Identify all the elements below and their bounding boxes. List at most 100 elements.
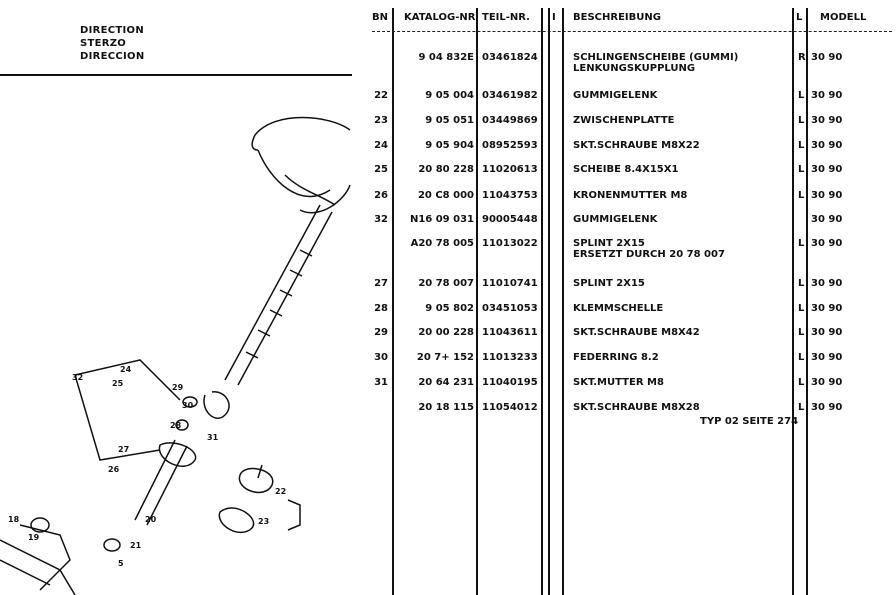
cell-l: L bbox=[798, 190, 805, 201]
cell-katalog: 9 05 051 bbox=[425, 115, 474, 126]
cell-bn: 27 bbox=[374, 278, 388, 289]
cell-bn: 22 bbox=[374, 90, 388, 101]
cell-bn: 32 bbox=[374, 214, 388, 225]
cell-modell: 30 90 bbox=[811, 278, 843, 289]
rubber-joint-upper bbox=[238, 464, 274, 494]
callout-19: 19 bbox=[28, 533, 40, 542]
callout-31: 31 bbox=[207, 433, 219, 442]
header-sep: I bbox=[552, 12, 556, 23]
heading: DIRECTION STERZO DIRECCION bbox=[80, 24, 145, 63]
cell-desc: GUMMIGELENK bbox=[573, 214, 658, 225]
cell-teil: 11043753 bbox=[482, 190, 538, 201]
rubber-joint-lower bbox=[218, 507, 255, 534]
cell-teil: 11054012 bbox=[482, 402, 538, 413]
cell-l: L bbox=[798, 377, 805, 388]
col-divider bbox=[392, 8, 394, 595]
col-divider bbox=[541, 8, 543, 595]
cell-desc: SKT.MUTTER M8 bbox=[573, 377, 664, 388]
cell-l: L bbox=[798, 164, 805, 175]
steering-exploded-diagram: 32 24 25 29 30 28 31 27 26 20 22 23 18 1… bbox=[0, 116, 351, 595]
cell-katalog: 9 04 832E bbox=[418, 52, 474, 63]
callout-25: 25 bbox=[112, 379, 124, 388]
callout-29: 29 bbox=[172, 383, 184, 392]
col-divider bbox=[806, 8, 808, 595]
cell-desc: ZWISCHENPLATTE bbox=[573, 115, 675, 126]
cell-desc: KLEMMSCHELLE bbox=[573, 303, 664, 314]
callout-28: 28 bbox=[170, 421, 182, 430]
steering-column-lower bbox=[134, 439, 188, 526]
cell-katalog: N16 09 031 bbox=[409, 214, 474, 225]
cell-desc: SCHLINGENSCHEIBE (GUMMI) LENKUNGSKUPPLUN… bbox=[573, 52, 739, 74]
cell-l: L bbox=[798, 278, 805, 289]
cell-desc: GUMMIGELENK bbox=[573, 90, 658, 101]
cell-bn: 28 bbox=[374, 303, 388, 314]
callout-32: 32 bbox=[72, 373, 83, 382]
cell-teil: 11010741 bbox=[482, 278, 538, 289]
bracket-frame-22 bbox=[287, 499, 301, 531]
cell-bn: 30 bbox=[374, 352, 388, 363]
cell-modell: 30 90 bbox=[811, 190, 843, 201]
coupling-disc bbox=[158, 442, 197, 467]
header-l: L bbox=[796, 12, 803, 23]
cell-teil: 90005448 bbox=[482, 214, 538, 225]
callout-30: 30 bbox=[182, 401, 194, 410]
page-reference: TYP 02 SEITE 274 bbox=[700, 416, 799, 427]
cell-modell: 30 90 bbox=[811, 327, 843, 338]
header-beschreibung: BESCHREIBUNG bbox=[573, 12, 661, 23]
cell-l: L bbox=[798, 402, 805, 413]
heading-line-sterzo: STERZO bbox=[80, 38, 127, 49]
callout-23: 23 bbox=[258, 517, 269, 526]
cell-desc: FEDERRING 8.2 bbox=[573, 352, 659, 363]
steering-column-rib bbox=[245, 249, 313, 359]
cell-katalog: 20 C8 000 bbox=[417, 190, 474, 201]
callout-18: 18 bbox=[8, 515, 20, 524]
washer-19 bbox=[30, 517, 50, 533]
steering-wheel-rim bbox=[251, 116, 351, 214]
callout-22: 22 bbox=[275, 487, 286, 496]
callout-27: 27 bbox=[118, 445, 129, 454]
cell-bn: 31 bbox=[374, 377, 388, 388]
cell-teil: 11020613 bbox=[482, 164, 538, 175]
cell-teil: 03449869 bbox=[482, 115, 538, 126]
col-divider bbox=[548, 8, 550, 595]
bracket-frame-32 bbox=[74, 359, 181, 461]
cell-desc: SPLINT 2X15 bbox=[573, 278, 645, 289]
cell-katalog: 20 18 115 bbox=[418, 402, 474, 413]
cell-katalog: 9 05 004 bbox=[425, 90, 474, 101]
cell-l: L bbox=[798, 90, 805, 101]
cell-teil: 08952593 bbox=[482, 140, 538, 151]
heading-line-direccion: DIRECCION bbox=[80, 51, 145, 62]
header-bn: BN bbox=[372, 12, 388, 23]
cell-katalog: A20 78 005 bbox=[410, 238, 474, 249]
cell-bn: 29 bbox=[374, 327, 388, 338]
cell-desc: SKT.SCHRAUBE M8X22 bbox=[573, 140, 700, 151]
col-divider bbox=[562, 8, 564, 595]
heading-rule bbox=[0, 74, 352, 76]
callout-24: 24 bbox=[120, 365, 132, 374]
cell-l: R bbox=[798, 52, 806, 63]
cell-desc: KRONENMUTTER M8 bbox=[573, 190, 688, 201]
cell-teil: 11043611 bbox=[482, 327, 538, 338]
cell-modell: 30 90 bbox=[811, 164, 843, 175]
cell-katalog: 20 7+ 152 bbox=[416, 352, 474, 363]
parts-table: BN KATALOG-NR TEIL-NR. I BESCHREIBUNG L … bbox=[366, 0, 896, 595]
header-teil: TEIL-NR. bbox=[482, 12, 530, 23]
cell-desc: SPLINT 2X15 ERSETZT DURCH 20 78 007 bbox=[573, 238, 725, 260]
cell-l: L bbox=[798, 352, 805, 363]
cell-modell: 30 90 bbox=[811, 52, 843, 63]
header-dashed-rule bbox=[372, 31, 892, 32]
cell-modell: 30 90 bbox=[811, 90, 843, 101]
steering-wheel-spoke bbox=[284, 174, 336, 206]
cell-desc: SCHEIBE 8.4X15X1 bbox=[573, 164, 679, 175]
cell-teil: 03461824 bbox=[482, 52, 538, 63]
cell-teil: 03461982 bbox=[482, 90, 538, 101]
steering-column-upper bbox=[224, 204, 333, 386]
steering-gear-box bbox=[0, 539, 76, 595]
bracket-frame-18 bbox=[19, 524, 71, 591]
cell-katalog: 20 80 228 bbox=[418, 164, 474, 175]
nut-21 bbox=[103, 538, 121, 552]
callout-20: 20 bbox=[145, 515, 157, 524]
shaft-coupling bbox=[203, 391, 230, 419]
cell-katalog: 9 05 904 bbox=[425, 140, 474, 151]
cell-modell: 30 90 bbox=[811, 214, 843, 225]
